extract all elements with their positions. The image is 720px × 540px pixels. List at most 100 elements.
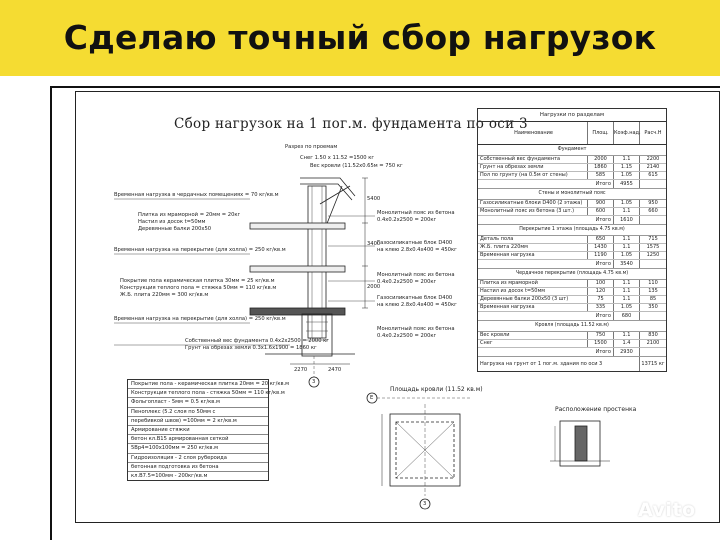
loads-table-header: Наименование Площ. Коэф.над. Расч.Н: [478, 122, 666, 145]
table-cell: 2100: [646, 340, 660, 346]
total-value: 3540: [614, 260, 640, 268]
table-cell: 1860: [588, 164, 614, 171]
table-cell: 2140: [646, 164, 660, 170]
layer-row: перебивкой швов) =100мм = 2 кг/кв.м: [128, 417, 268, 426]
load-label: Газосиликатные блок D400: [377, 295, 453, 301]
roof-area-title: Площадь кровли (11.52 кв.м): [390, 386, 483, 393]
load-label: Монолитный пояс из бетона: [377, 326, 455, 332]
final-load-value: 13715 кг: [641, 361, 665, 367]
layer-row: Пеноплекс (5.2 слоя по 50мм с: [128, 408, 268, 417]
table-cell: Собственный вес фундамента: [478, 156, 588, 163]
total-label: Итого: [478, 180, 614, 188]
table-cell: 120: [588, 288, 614, 295]
table-cell: 650: [588, 236, 614, 243]
dimension-label: 2270: [294, 367, 308, 373]
table-cell: 1.1: [614, 288, 640, 295]
table-cell: Монолитный пояс из бетона (3 шт.): [478, 208, 588, 215]
table-cell: 1.05: [614, 172, 640, 179]
dimension-label: 2470: [328, 367, 342, 373]
load-label: Временная нагрузка на перекрытие (для хо…: [114, 247, 286, 253]
roof-area-plan: [366, 392, 470, 510]
col-header: Площ.: [588, 122, 614, 144]
layer-row: кл.В7.5=100мм - 200кг/кв.м: [131, 472, 208, 479]
table-cell: 1.4: [614, 340, 640, 347]
dimension-label: 3400: [367, 241, 381, 247]
table-cell: Снег: [478, 340, 588, 347]
load-label: 0.4х0.2х2500 = 200кг: [377, 333, 437, 339]
table-cell: 750: [588, 332, 614, 339]
load-label: Газосиликатные блок D400: [377, 240, 453, 246]
load-label: Монолитный пояс из бетона: [377, 272, 455, 278]
banner-title: Сделаю точный сбор нагрузок: [63, 18, 657, 57]
total-value: 680: [614, 312, 640, 320]
table-cell: 1.1: [614, 296, 640, 303]
table-cell: Газосиликатные блоки D400 (2 этажа): [478, 200, 588, 207]
total-label: Итого: [478, 348, 614, 356]
table-cell: 715: [648, 236, 658, 242]
table-cell: 585: [588, 172, 614, 179]
table-cell: 2200: [646, 156, 660, 162]
load-label: Плитка из мраморной = 20мм = 20кг: [138, 212, 241, 218]
layer-row: Конструкция теплого пола - стяжка 50мм =…: [128, 389, 285, 399]
table-cell: Плитка из мраморной: [478, 280, 588, 287]
layer-row: Покрытие пола - керамическая плитка 20мм…: [128, 380, 289, 390]
table-cell: 1500: [588, 340, 614, 347]
table-cell: 1.1: [614, 332, 640, 339]
table-cell: Временная нагрузка: [478, 252, 588, 259]
table-cell: 1.15: [614, 164, 640, 171]
section-title: Разрез по проемам: [285, 144, 338, 150]
dimension-label: 5400: [367, 196, 381, 202]
section-heading: Фундамент: [478, 145, 666, 156]
final-load-label: Нагрузка на грунт от 1 пог.м. здания по …: [478, 357, 640, 371]
sheet-border: [50, 86, 720, 540]
load-label: Временная нагрузка на перекрытие (для хо…: [114, 316, 286, 322]
section-heading: Перекрытие 1 этажа (площадь 4.75 кв.м): [478, 225, 666, 236]
table-cell: 335: [588, 304, 614, 311]
title-banner: Сделаю точный сбор нагрузок: [0, 0, 720, 76]
table-cell: 600: [588, 208, 614, 215]
load-label: на клею 2.8х0.4х400 = 450кг: [377, 302, 457, 308]
table-cell: 660: [648, 208, 658, 214]
section-heading: Стены и монолитный пояс: [478, 189, 666, 200]
table-cell: 110: [648, 280, 658, 286]
wall-detail-title: Расположение простенка: [555, 406, 637, 413]
total-label: Итого: [478, 312, 614, 320]
total-value: 1610: [614, 216, 640, 224]
load-label: Монолитный пояс из бетона: [377, 210, 455, 216]
table-cell: Деталь пола: [478, 236, 588, 243]
load-label: Временная нагрузка в чердачных помещения…: [114, 192, 279, 198]
table-cell: 2000: [588, 156, 614, 163]
col-header: Расч.Н: [644, 130, 662, 136]
snow-weight-label: Снег 1.50 х 11.52 =1500 кг: [300, 155, 375, 161]
drawing-title: Сбор нагрузок на 1 пог.м. фундамента по …: [174, 116, 528, 132]
col-header: Коэф.над.: [614, 122, 641, 144]
layer-row: Армирование стяжки: [128, 426, 268, 436]
table-cell: 1.05: [614, 304, 640, 311]
table-cell: Настил из досок t=50мм: [478, 288, 588, 295]
load-label: Покрытие пола керамическая плитка 30мм =…: [120, 278, 275, 284]
layer-row: Гидроизоляция - 2 слоя рубероида: [128, 454, 268, 463]
load-label: 0.4х0.2х2500 = 200кг: [377, 217, 437, 223]
load-label: Деревянные балки 200х50: [138, 226, 212, 232]
table-cell: 100: [588, 280, 614, 287]
layer-row: бетон кл.В15 армированная сеткой: [128, 435, 268, 445]
table-cell: 135: [648, 288, 658, 294]
section-heading: Чердачное перекрытие (площадь 4.75 кв.м): [478, 269, 666, 280]
col-header: Наименование: [478, 122, 588, 144]
table-cell: Временная нагрузка: [478, 304, 588, 311]
table-cell: 350: [648, 304, 658, 310]
floor-layers-table: Покрытие пола - керамическая плитка 20мм…: [127, 379, 289, 482]
